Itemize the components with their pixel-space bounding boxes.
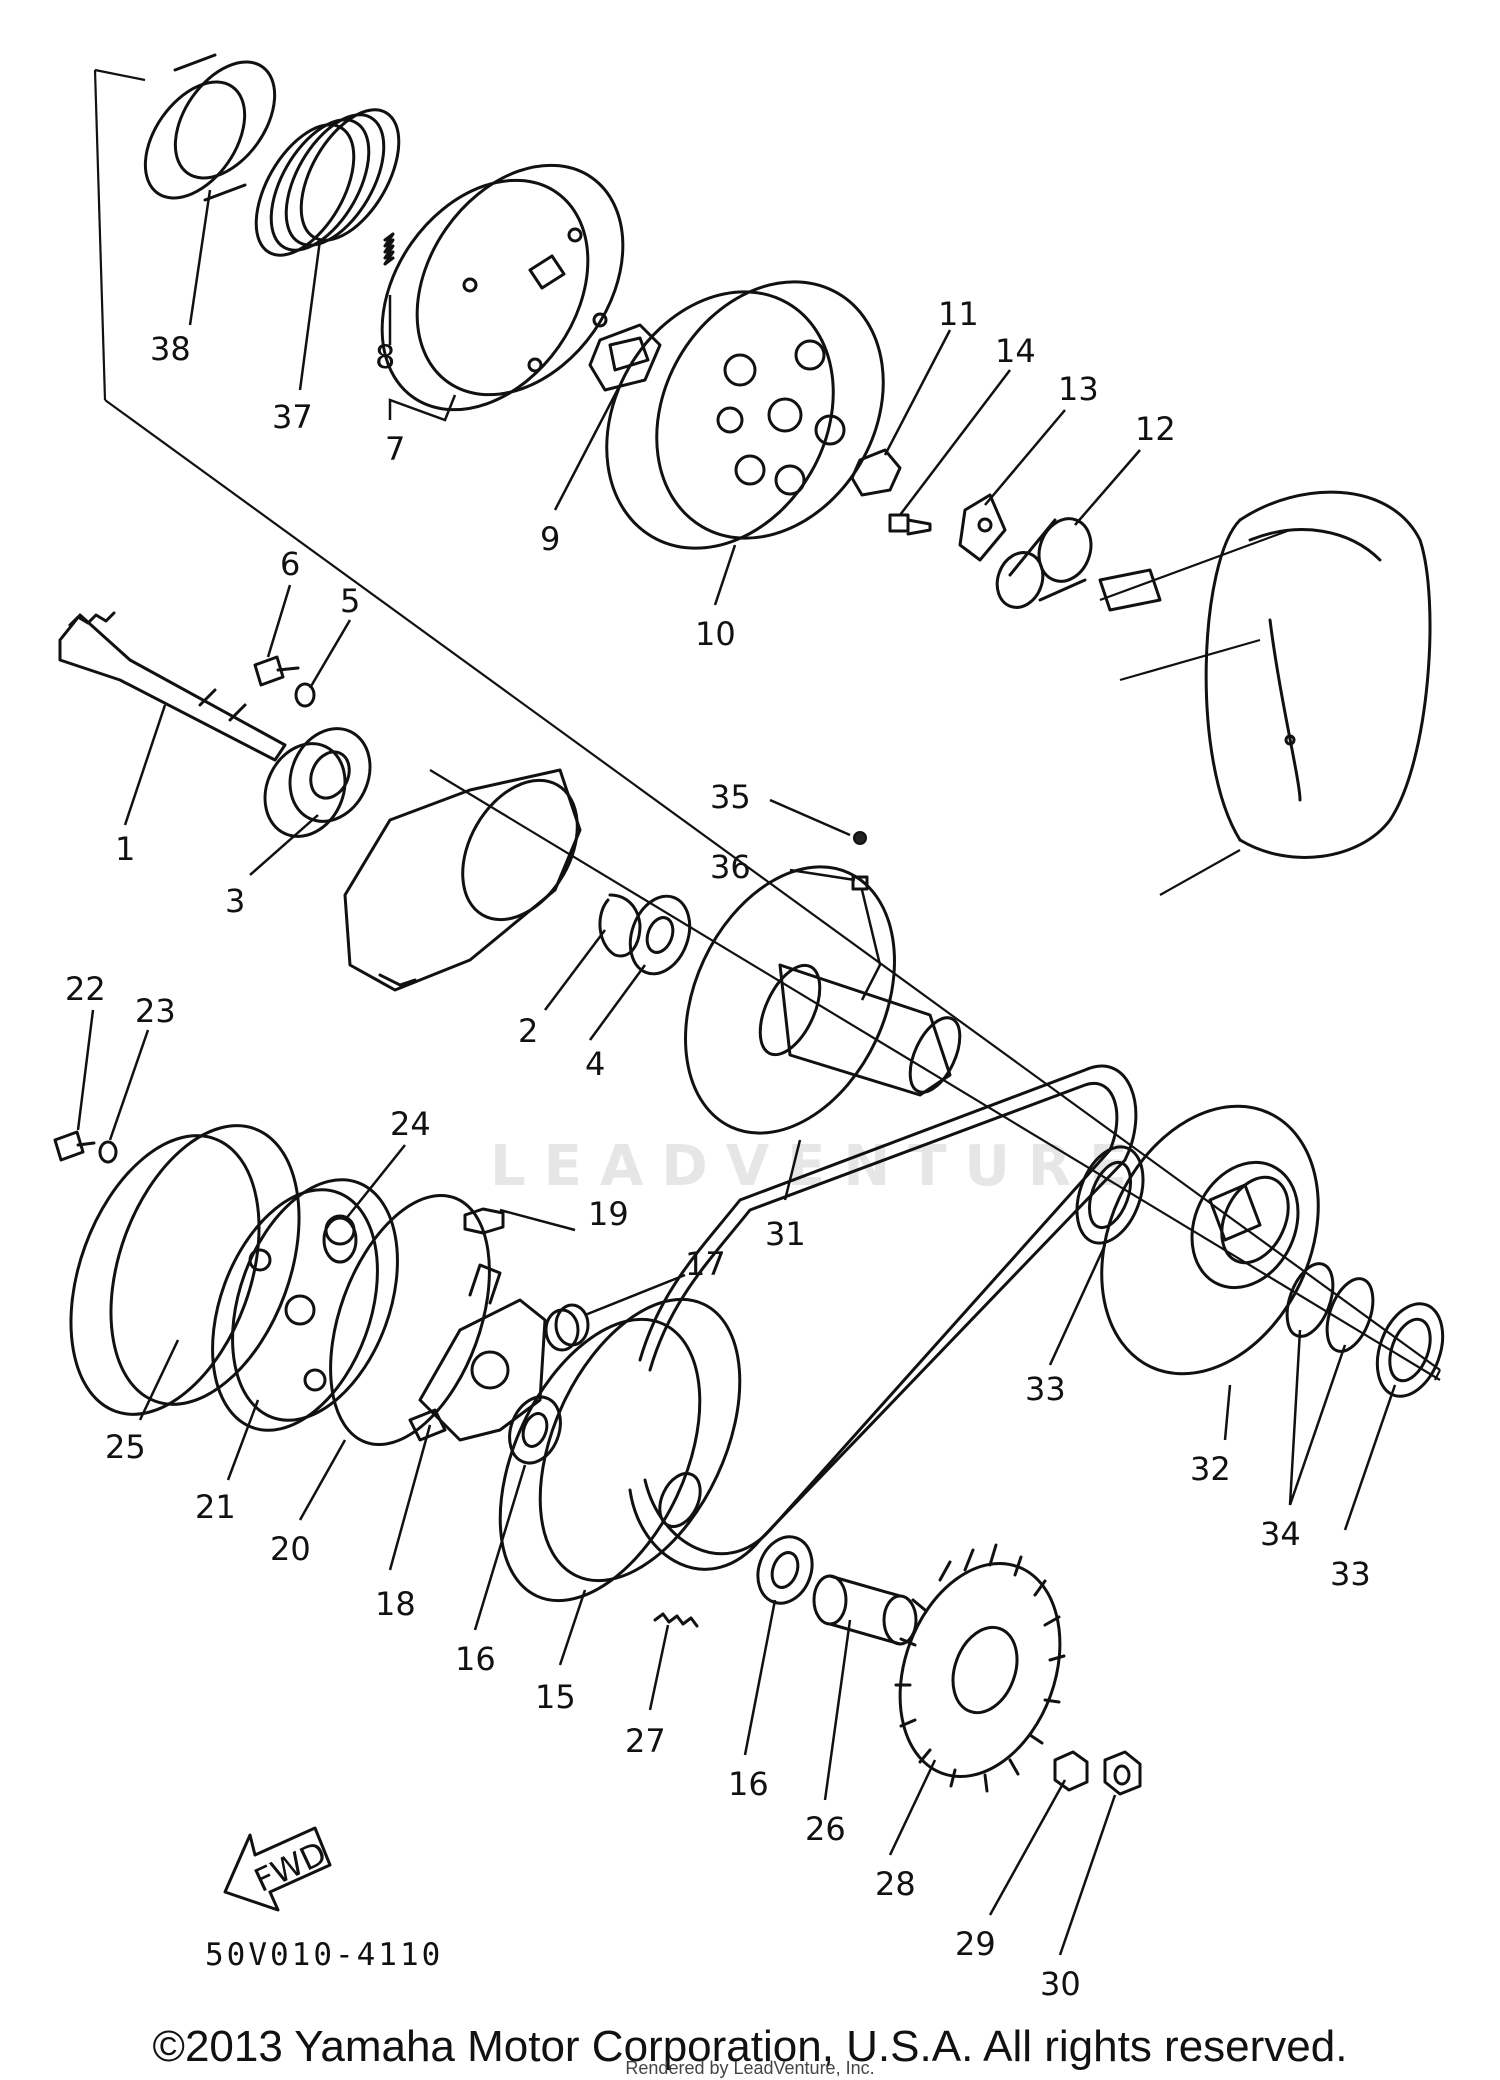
- part-3-bearing: [263, 727, 372, 838]
- part-7-clutch-carrier: [380, 163, 625, 412]
- part-31-secondary-sheave: [684, 865, 962, 1135]
- part-30-nut: [1103, 1750, 1142, 1796]
- rendered-by-notice: Rendered by LeadVenture, Inc.: [625, 2058, 875, 2078]
- part-16-collar: [508, 1395, 562, 1465]
- callout-19: 19: [588, 1195, 629, 1233]
- callout-18: 18: [375, 1585, 416, 1623]
- part-28-fan-sheave: [894, 1543, 1066, 1793]
- callout-30: 30: [1040, 1965, 1081, 2003]
- part-14-screw: [888, 513, 932, 536]
- part-29-washer: [1053, 1750, 1089, 1792]
- part-12-collar: [995, 517, 1093, 609]
- part-4-bearing: [628, 894, 692, 976]
- part-13-lock-plate: [958, 493, 1007, 562]
- callout-8: 8: [375, 338, 395, 376]
- callout-36: 36: [710, 848, 751, 886]
- part-34-o-ring-a: [1285, 1262, 1335, 1338]
- part-10-clutch-housing: [605, 280, 885, 550]
- callout-34: 34: [1260, 1515, 1301, 1553]
- callout-13: 13: [1058, 370, 1099, 408]
- callout-29: 29: [955, 1925, 996, 1963]
- part-24-slider: [322, 1216, 358, 1264]
- part-8-spring: [383, 232, 395, 266]
- callout-6: 6: [280, 545, 300, 583]
- callout-31: 31: [765, 1215, 806, 1253]
- assembly-reference-lines: [93, 68, 1441, 1381]
- callout-33: 33: [1025, 1370, 1066, 1408]
- part-15-fixed-sheave: [498, 1297, 742, 1603]
- part-26-spacer: [812, 1574, 918, 1646]
- part-21-cam-plate: [211, 1178, 399, 1432]
- callout-35: 35: [710, 778, 751, 816]
- callout-27: 27: [625, 1722, 666, 1760]
- part-34-o-ring-b: [1325, 1277, 1375, 1353]
- fwd-label: FWD: [248, 1834, 332, 1900]
- callout-1: 1: [115, 830, 135, 868]
- callout-12: 12: [1135, 410, 1176, 448]
- part-36-pin: [851, 875, 869, 891]
- callout-32: 32: [1190, 1450, 1231, 1488]
- callout-25: 25: [105, 1428, 146, 1466]
- callout-24: 24: [390, 1105, 431, 1143]
- part-11-nut: [850, 448, 902, 497]
- part-37-clutch-spring: [254, 108, 401, 257]
- callout-37: 37: [272, 398, 313, 436]
- callout-26: 26: [805, 1810, 846, 1848]
- fwd-arrow: FWD: [223, 1826, 332, 1912]
- part-38-housing-ring: [143, 53, 277, 202]
- part-25-cover: [69, 1124, 301, 1416]
- part-6-bolt: [253, 655, 300, 687]
- v-belt: [628, 1064, 1138, 1571]
- callout-10: 10: [695, 615, 736, 653]
- callout-11: 11: [938, 295, 979, 333]
- callout-23: 23: [135, 992, 176, 1030]
- part-1-primary-shaft: [58, 611, 287, 762]
- part-18-sliding-sheave: [408, 1263, 547, 1442]
- callout-labels: 38 37 8 7 9 10 11 14 13 12 6 5 1 3 35 36…: [65, 295, 1371, 2003]
- part-27-spring: [653, 1612, 699, 1628]
- callout-7: 7: [385, 430, 405, 468]
- callout-2: 2: [518, 1012, 538, 1050]
- callout-28: 28: [875, 1865, 916, 1903]
- callout-4: 4: [585, 1045, 605, 1083]
- callout-5: 5: [340, 582, 360, 620]
- callout-22: 22: [65, 970, 106, 1008]
- part-35-bolt: [853, 831, 867, 845]
- copyright-notice: ©2013 Yamaha Motor Corporation, U.S.A. A…: [152, 2022, 1348, 2071]
- part-22-bolt: [53, 1130, 96, 1162]
- callout-17: 17: [685, 1245, 726, 1283]
- crankcase-cover: [1098, 490, 1432, 859]
- callout-20: 20: [270, 1530, 311, 1568]
- part-32-sliding-sheave: [1100, 1104, 1320, 1376]
- part-23-washer: [98, 1140, 118, 1164]
- part-33-seal-right: [1375, 1302, 1445, 1398]
- callout-14: 14: [995, 332, 1036, 370]
- leader-lines: [76, 189, 1397, 1956]
- part-19-slider: [463, 1207, 505, 1235]
- callout-15: 15: [535, 1678, 576, 1716]
- transmission-case: [343, 768, 582, 992]
- callout-3: 3: [225, 882, 245, 920]
- callout-9: 9: [540, 520, 560, 558]
- part-9-nut: [588, 323, 662, 392]
- part-33-seal: [1075, 1145, 1145, 1245]
- callout-38: 38: [150, 330, 191, 368]
- part-17-weight: [544, 1303, 590, 1352]
- drawing-code: 50V010-4110: [205, 1937, 444, 1973]
- part-5-washer: [294, 682, 316, 708]
- part-20-o-ring: [329, 1194, 491, 1446]
- callout-16: 16: [455, 1640, 496, 1678]
- callout-16-right: 16: [728, 1765, 769, 1803]
- callout-21: 21: [195, 1488, 236, 1526]
- callout-33-right: 33: [1330, 1555, 1371, 1593]
